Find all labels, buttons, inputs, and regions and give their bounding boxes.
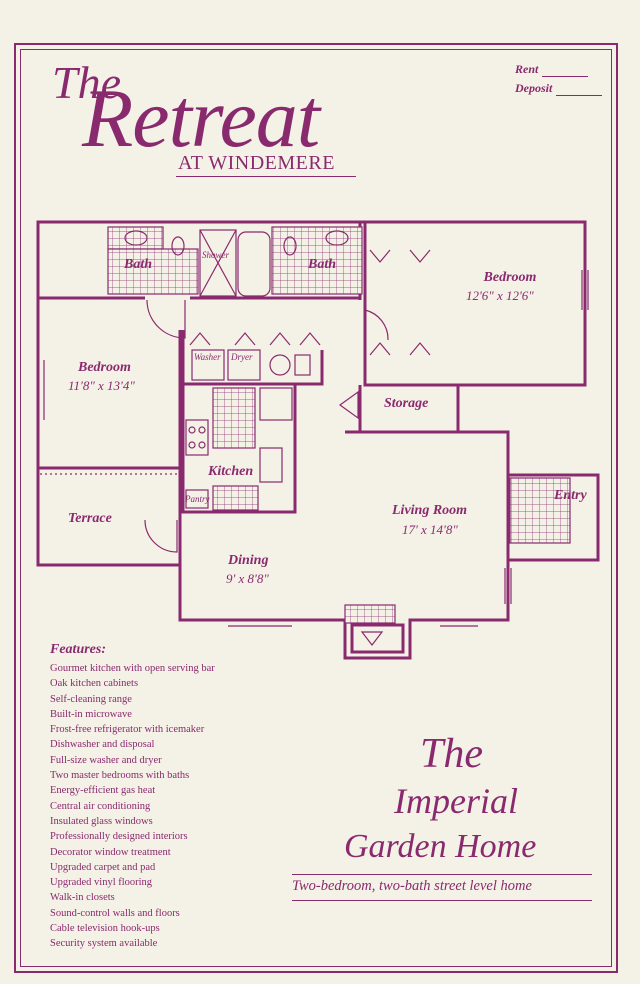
model-name-line3: Garden Home — [344, 828, 537, 865]
rent-deposit-block: Rent Deposit — [515, 58, 603, 96]
kitchen-label: Kitchen — [208, 464, 254, 479]
feature-item: Gourmet kitchen with open serving bar — [50, 663, 215, 674]
pantry-label: Pantry — [185, 494, 210, 504]
deposit-label: Deposit — [515, 81, 553, 95]
model-name-line1: The — [420, 731, 483, 777]
dryer-label: Dryer — [231, 352, 253, 362]
logo-retreat-text: Retreat — [82, 72, 320, 165]
storage-label: Storage — [384, 396, 429, 411]
bedroom-left-dimensions: 11'8" x 13'4" — [68, 378, 135, 393]
entry-wall — [508, 473, 600, 562]
dining-label: Dining — [228, 553, 269, 568]
feature-item: Frost-free refrigerator with icemaker — [50, 724, 205, 736]
logo-the-text: The — [52, 57, 121, 108]
logo-subtitle: AT WINDEMERE — [178, 152, 335, 174]
model-name-line2: Imperial — [394, 781, 518, 821]
feature-item: Two master bedrooms with baths — [50, 770, 190, 782]
rent-label: Rent — [515, 62, 539, 76]
storage-wall — [345, 385, 458, 434]
feature-item: Upgraded vinyl flooring — [50, 877, 153, 889]
kitchen-wall — [181, 384, 297, 514]
bedroom-left-label: Bedroom — [78, 360, 131, 375]
features-section: Features: Gourmet kitchen with open serv… — [50, 642, 215, 952]
feature-item: Central air conditioning — [50, 800, 151, 812]
bedroom-right-name: Bedroom — [483, 270, 537, 285]
washer-label: Washer — [194, 352, 221, 362]
bedroom-right-label: Bedroom — [476, 270, 544, 286]
feature-item: Upgraded carpet and pad — [50, 861, 156, 873]
feature-item: Security system available — [50, 938, 158, 950]
feature-item: Energy-efficient gas heat — [50, 785, 156, 797]
logo-underline — [176, 176, 356, 177]
dining-dimensions: 9' x 8'8" — [226, 571, 269, 586]
shower-label: Shower — [202, 250, 229, 260]
tagline-bottom-rule — [292, 900, 592, 901]
bedroom-right-dimensions: 12'6" x 12'6" — [466, 288, 534, 303]
feature-item: Oak kitchen cabinets — [50, 678, 139, 690]
feature-item: Full-size washer and dryer — [50, 754, 162, 766]
terrace-label: Terrace — [68, 511, 112, 526]
right-bedroom-wall — [363, 222, 458, 387]
features-title: Features: — [50, 642, 106, 657]
bath-left-label: Bath — [124, 257, 153, 272]
feature-item: Built-in microwave — [50, 708, 132, 720]
feature-item: Dishwasher and disposal — [50, 739, 155, 751]
laundry-wall — [181, 330, 324, 386]
entry-label: Entry — [554, 488, 587, 503]
feature-item: Cable television hook-ups — [50, 923, 160, 935]
feature-item: Insulated glass windows — [50, 815, 153, 827]
inner-border — [20, 49, 612, 967]
deposit-blank — [556, 85, 603, 96]
model-tagline: Two-bedroom, two-bath street level home — [292, 878, 532, 894]
outer-border — [14, 43, 618, 973]
living-room-label: Living Room — [392, 503, 468, 518]
feature-item: Sound-control walls and floors — [50, 907, 180, 919]
feature-item: Professionally designed interiors — [50, 831, 188, 843]
tagline-top-rule — [292, 874, 592, 875]
feature-item: Walk-in closets — [50, 892, 115, 904]
fireplace — [350, 623, 405, 654]
deposit-row: Deposit — [515, 77, 603, 96]
feature-item: Self-cleaning range — [50, 693, 132, 705]
features-list: Gourmet kitchen with open serving bar Oa… — [50, 661, 215, 952]
left-bedroom-wall — [38, 296, 182, 620]
living-room-dimensions: 17' x 14'8" — [402, 522, 458, 537]
feature-item: Decorator window treatment — [50, 846, 171, 858]
rent-row: Rent — [515, 58, 602, 77]
bath-right-label: Bath — [308, 257, 337, 272]
rent-blank — [542, 66, 589, 77]
